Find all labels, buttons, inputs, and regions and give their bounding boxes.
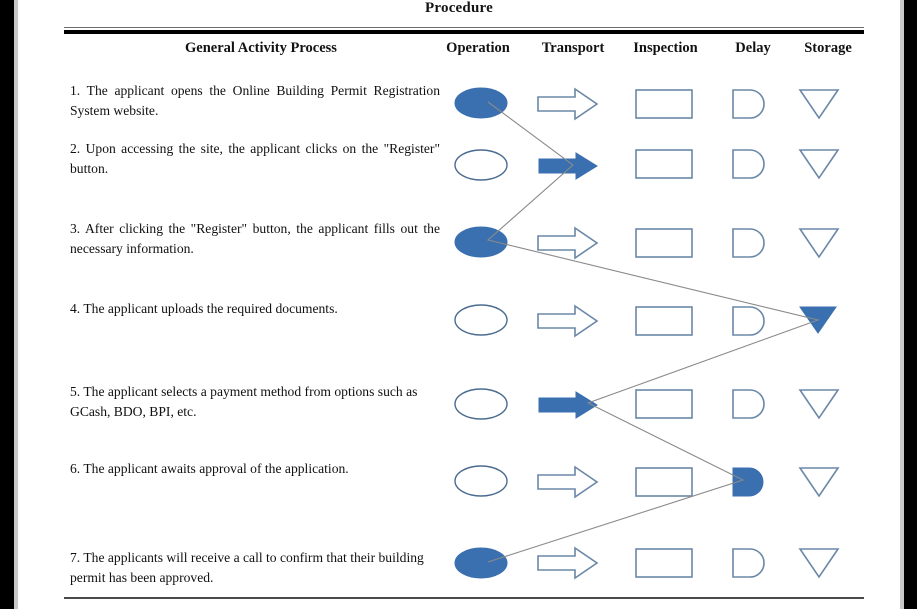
symbol-transport-row-2[interactable] [535,145,605,187]
process-step-text-2: 2. Upon accessing the site, the applican… [70,141,440,176]
symbol-transport-row-4[interactable] [535,301,601,341]
symbol-operation-row-2[interactable] [446,144,516,186]
symbol-operation-row-6[interactable] [446,460,516,502]
symbol-storage-row-5[interactable] [795,385,843,423]
symbol-grid [18,0,900,609]
process-step-text-4: 4. The applicant uploads the required do… [70,301,338,316]
column-header-storage: Storage [804,40,852,56]
symbol-storage-row-4[interactable] [793,300,845,342]
symbol-inspection-row-6[interactable] [633,463,695,501]
symbol-delay-row-4[interactable] [726,301,774,341]
symbol-inspection-row-3[interactable] [633,224,695,262]
frame-edge-left [14,0,18,609]
symbol-inspection-row-5[interactable] [633,385,695,423]
symbol-transport-row-5[interactable] [535,384,605,426]
symbol-delay-row-6[interactable] [724,460,776,504]
symbol-transport-row-6[interactable] [535,462,601,502]
process-step-text-3: 3. After clicking the "Register" button,… [70,221,440,256]
symbol-delay-row-7[interactable] [726,543,774,583]
symbol-storage-row-6[interactable] [795,463,843,501]
process-step-text-7: 7. The applicants will receive a call to… [70,550,424,585]
symbol-storage-row-1[interactable] [795,85,843,123]
column-header-inspection: Inspection [633,40,698,56]
symbol-operation-row-4[interactable] [446,299,516,341]
footer-rule [64,597,864,599]
table-header-row: General Activity Process Operation Trans… [18,40,900,62]
symbol-storage-row-3[interactable] [795,224,843,262]
symbol-inspection-row-2[interactable] [633,145,695,183]
column-header-activity: General Activity Process [185,40,337,56]
symbol-operation-row-1[interactable] [446,82,516,124]
symbol-transport-row-7[interactable] [535,543,601,583]
paper-sheet: Procedure General Activity Process Opera… [18,0,900,609]
symbol-inspection-row-4[interactable] [633,302,695,340]
symbol-transport-row-1[interactable] [535,84,601,124]
symbol-delay-row-3[interactable] [726,223,774,263]
column-header-operation: Operation [446,40,510,56]
column-header-transport: Transport [541,40,605,56]
process-step-text-5: 5. The applicant selects a payment metho… [70,384,418,419]
symbol-delay-row-1[interactable] [726,84,774,124]
symbol-delay-row-2[interactable] [726,144,774,184]
symbol-storage-row-2[interactable] [795,145,843,183]
frame-edge-right [900,0,904,609]
header-rule-thin [64,27,864,28]
symbol-inspection-row-1[interactable] [633,85,695,123]
process-step-text-6: 6. The applicant awaits approval of the … [70,461,349,476]
symbol-transport-row-3[interactable] [535,223,601,263]
column-header-delay: Delay [735,40,771,56]
symbol-delay-row-5[interactable] [726,384,774,424]
symbol-inspection-row-7[interactable] [633,544,695,582]
symbol-storage-row-7[interactable] [795,544,843,582]
page-title: Procedure [425,0,493,16]
header-rule-thick [64,30,864,34]
symbol-operation-row-7[interactable] [446,542,516,584]
symbol-operation-row-3[interactable] [446,221,516,263]
symbol-operation-row-5[interactable] [446,383,516,425]
process-step-text-1: 1. The applicant opens the Online Buildi… [70,83,440,118]
